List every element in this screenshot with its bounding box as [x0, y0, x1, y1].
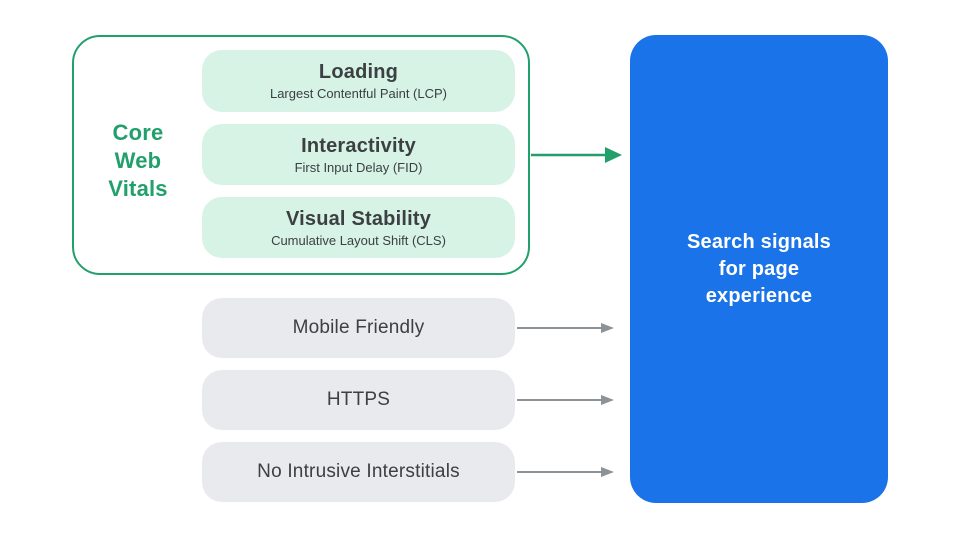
- search-signals-label: Search signals for page experience: [687, 230, 831, 307]
- metric-card-loading: Loading Largest Contentful Paint (LCP): [202, 50, 515, 112]
- arrow-https: [517, 395, 614, 405]
- metric-title: Loading: [318, 61, 399, 83]
- core-web-vitals-label: Core Web Vitals: [108, 120, 168, 201]
- metric-title: Visual Stability: [285, 207, 432, 230]
- signal-label: Mobile Friendly: [292, 317, 425, 338]
- arrow-no-intrusive-interstitials: [517, 467, 614, 477]
- metric-card-interactivity: Interactivity First Input Delay (FID): [202, 124, 515, 185]
- signal-card-https: HTTPS: [202, 370, 515, 430]
- signal-label: No Intrusive Interstitials: [257, 461, 460, 482]
- metric-subtitle: Largest Contentful Paint (LCP): [269, 86, 448, 101]
- metric-subtitle: Cumulative Layout Shift (CLS): [271, 232, 446, 248]
- metric-card-visual-stability: Visual Stability Cumulative Layout Shift…: [202, 197, 515, 258]
- signal-card-mobile-friendly: Mobile Friendly: [202, 298, 515, 358]
- arrow-mobile-friendly: [517, 323, 614, 333]
- metric-title: Interactivity: [301, 134, 416, 157]
- arrow-core-web-vitals: [531, 147, 622, 163]
- signal-label: HTTPS: [326, 389, 391, 410]
- signal-card-no-intrusive-interstitials: No Intrusive Interstitials: [202, 442, 515, 502]
- metric-subtitle: First Input Delay (FID): [294, 159, 423, 175]
- search-signals-box: Search signals for page experience: [630, 35, 888, 503]
